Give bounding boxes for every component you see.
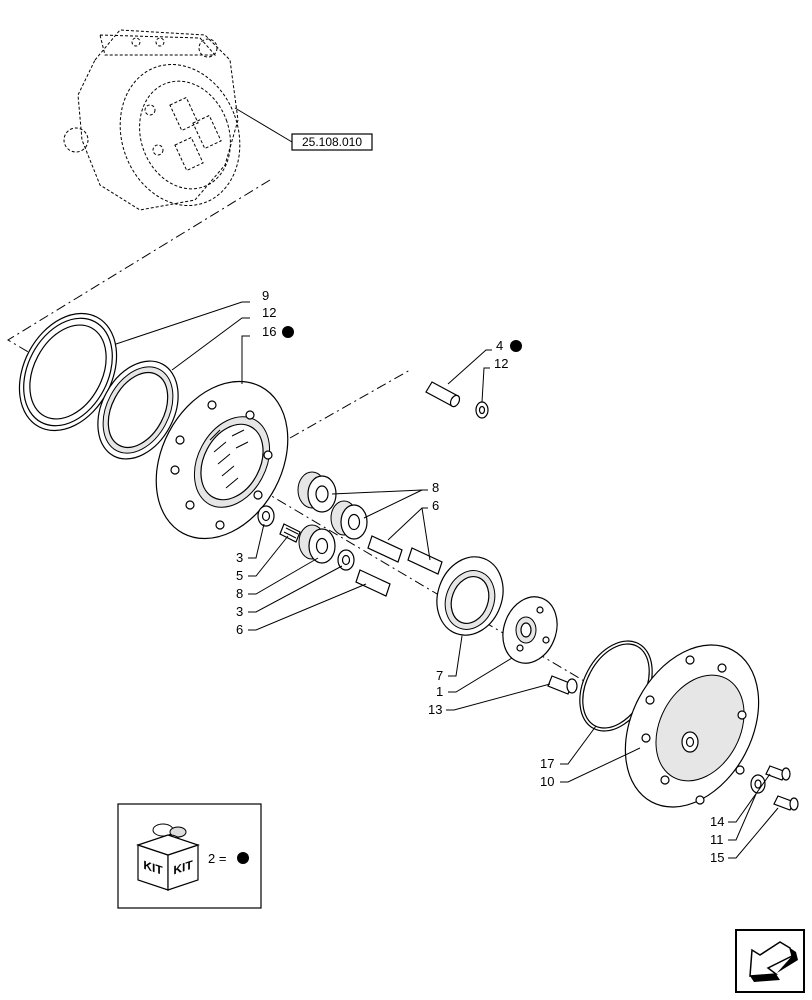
thrust-washer-3-lower — [337, 549, 355, 571]
callout-10: 10 — [540, 774, 554, 789]
navigate-back-button[interactable] — [735, 929, 805, 993]
washer-12 — [475, 401, 489, 419]
seal-ring-12 — [97, 360, 179, 460]
cover-plate-1 — [502, 596, 558, 664]
callout-3-upper: 3 — [236, 550, 243, 565]
callout-17: 17 — [540, 756, 554, 771]
thrust-washer-3-upper — [257, 505, 275, 527]
callout-3-lower: 3 — [236, 604, 243, 619]
kit-dot-4 — [510, 340, 522, 352]
arrow-back-icon — [749, 941, 798, 982]
callout-16: 16 — [262, 324, 276, 339]
leader-lines — [115, 301, 779, 859]
planet-carrier-10 — [624, 644, 760, 808]
callout-7: 7 — [436, 668, 443, 683]
callout-15: 15 — [710, 850, 724, 865]
callout-12-washer: 12 — [494, 356, 508, 371]
kit-dot-legend — [237, 852, 249, 864]
kit-icon-text-right: KIT — [173, 858, 193, 878]
stud-4 — [425, 381, 461, 408]
callout-4: 4 — [496, 338, 503, 353]
needle-rollers-5 — [279, 523, 301, 543]
kit-box-icon: KIT KIT — [136, 823, 200, 891]
planet-gear-8-middle — [330, 500, 368, 540]
callout-6-lower: 6 — [236, 622, 243, 637]
kit-dot-16 — [282, 326, 294, 338]
callout-8-upper: 8 — [432, 480, 439, 495]
planet-gear-8-upper — [297, 471, 337, 513]
planet-gear-8-lower — [298, 524, 336, 564]
kit-icon-text-left: KIT — [143, 858, 163, 878]
callout-14: 14 — [710, 814, 724, 829]
callout-12: 12 — [262, 305, 276, 320]
callout-labels: 9 12 16 4 12 8 6 3 5 8 3 6 7 1 13 17 10 … — [236, 288, 724, 865]
bolt-15 — [773, 795, 799, 811]
bearing-7 — [436, 556, 504, 636]
callout-9: 9 — [262, 288, 269, 303]
reference-section-box[interactable]: 25.108.010 — [234, 107, 373, 151]
planet-pin-6-a — [367, 535, 403, 563]
kit-legend: KIT KIT 2 = — [117, 803, 262, 909]
kit-legend-equation: 2 = — [208, 851, 226, 866]
bolt-14 — [765, 765, 791, 781]
callout-5: 5 — [236, 568, 243, 583]
callout-1: 1 — [436, 684, 443, 699]
ring-gear-flange-16 — [155, 380, 289, 540]
reference-housing — [63, 29, 241, 211]
planet-pin-6-c — [355, 569, 391, 597]
callout-11: 11 — [710, 832, 724, 847]
seal-ring-9 — [18, 312, 118, 432]
washer-11 — [750, 774, 766, 794]
callout-6-upper: 6 — [432, 498, 439, 513]
callout-8-lower: 8 — [236, 586, 243, 601]
planet-pin-6-b — [407, 547, 443, 575]
reference-section-label: 25.108.010 — [302, 135, 362, 149]
screw-13 — [547, 675, 578, 695]
callout-13: 13 — [428, 702, 442, 717]
